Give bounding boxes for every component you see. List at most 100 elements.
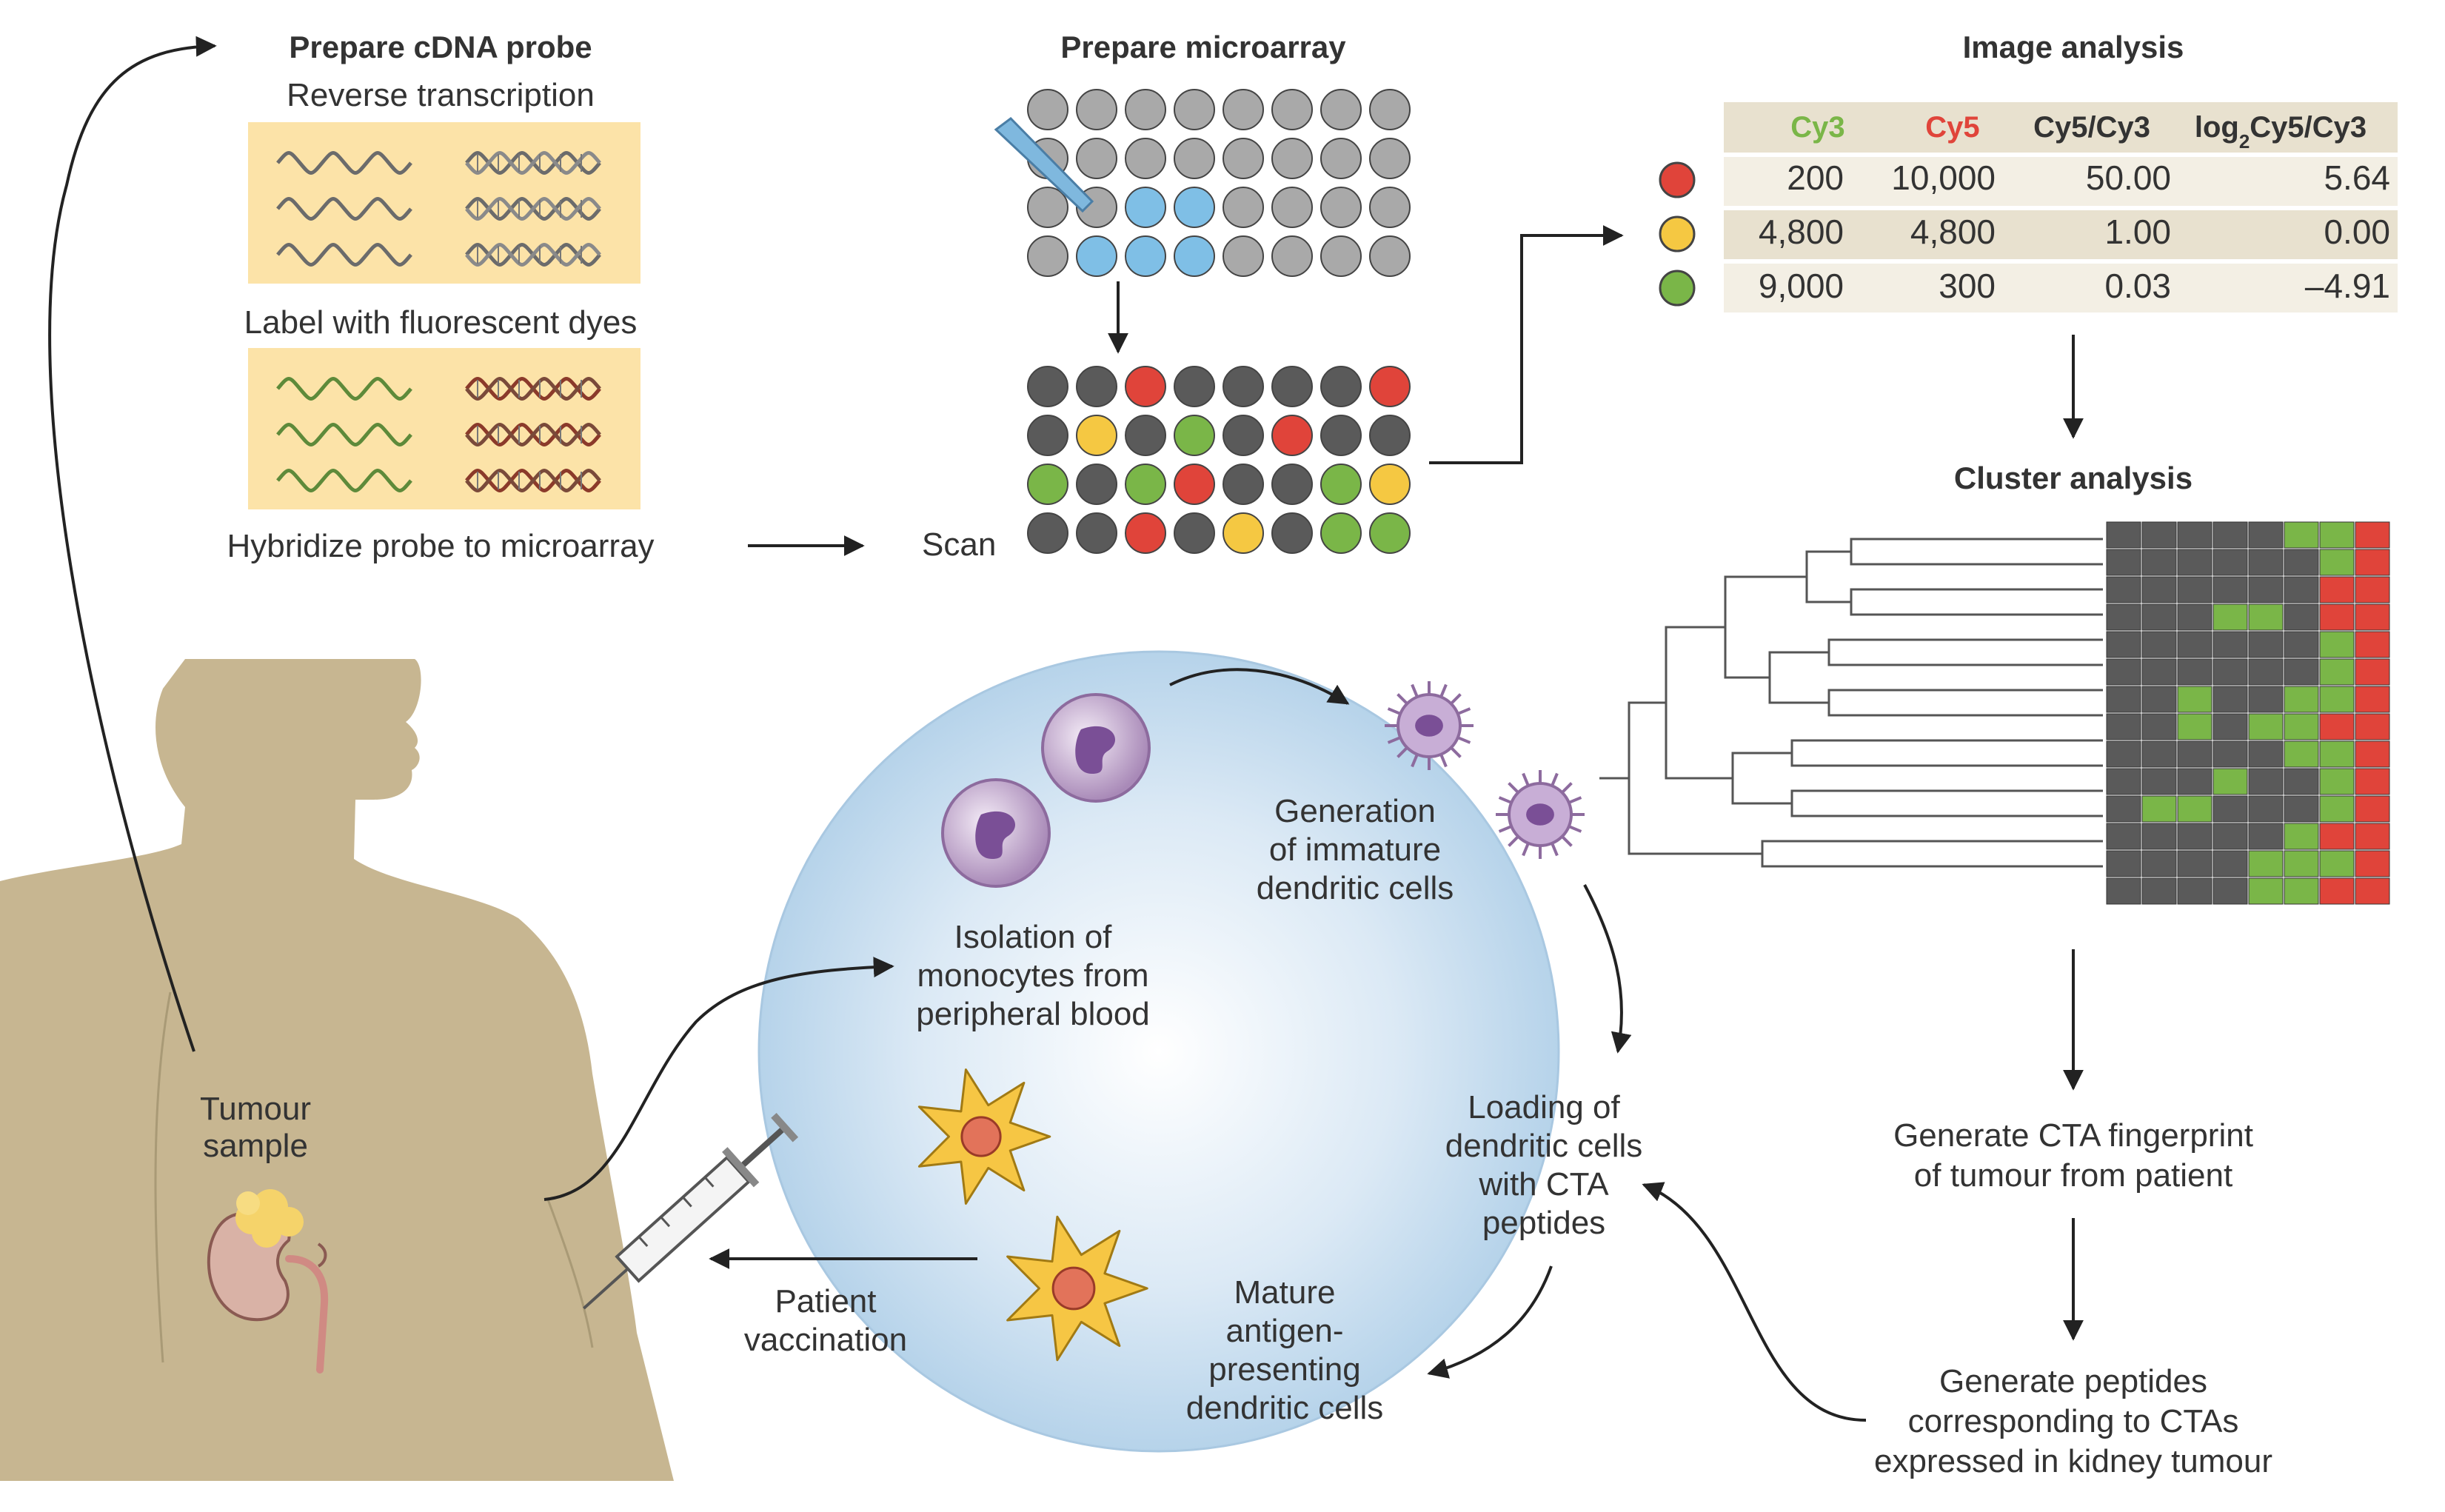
heatmap-cell	[2248, 740, 2284, 768]
double-strand-b	[465, 423, 601, 446]
scan-spot	[1125, 512, 1166, 554]
tumour-icon	[235, 1189, 304, 1248]
loading-line-1: Loading of	[1468, 1089, 1620, 1125]
array-spot	[1369, 235, 1411, 277]
scan-spot	[1027, 464, 1068, 505]
heatmap-cell	[2248, 823, 2284, 850]
generation-line-2: of immature	[1269, 832, 1441, 868]
cell-spike	[1568, 825, 1582, 833]
double-strand-b	[465, 377, 601, 401]
heatmap-cell	[2106, 850, 2141, 877]
arrow-scan-to-image-analysis	[1429, 225, 1624, 464]
heatmap-cell	[2355, 521, 2390, 549]
heatmap-cell	[2212, 658, 2248, 686]
scan-spot	[1369, 464, 1411, 505]
heatmap-cell	[2106, 823, 2141, 850]
heatmap-cell	[2106, 740, 2141, 768]
heatmap-cell	[2284, 713, 2319, 740]
heatmap-cell	[2212, 521, 2248, 549]
heatmap-cell	[2106, 686, 2141, 713]
header-cy3: Cy3	[1790, 111, 1844, 144]
heatmap-cell	[2248, 658, 2284, 686]
heatmap-cell	[2212, 795, 2248, 823]
heatmap-cell	[2284, 549, 2319, 576]
cdna-strands-labeled	[276, 377, 601, 492]
dendrogram-branch	[1731, 752, 1792, 805]
array-spot	[1222, 138, 1264, 179]
single-strand	[276, 151, 412, 175]
heatmap-cell	[2284, 877, 2319, 905]
heatmap-cell	[2212, 877, 2248, 905]
pipette-icon	[994, 117, 1094, 213]
array-spot	[1222, 235, 1264, 277]
cell-spike	[1387, 736, 1401, 744]
cdna-probe-panel: Prepare cDNA probe Reverse transcription…	[227, 30, 654, 564]
status-dot-red	[1659, 161, 1696, 198]
scan-spot	[1174, 366, 1215, 407]
array-spot	[1222, 89, 1264, 130]
single-strand	[276, 377, 412, 401]
status-dot-yellow	[1659, 215, 1696, 252]
scan-spot	[1320, 464, 1362, 505]
heatmap-cell	[2248, 603, 2284, 631]
scan-spot	[1125, 366, 1166, 407]
heatmap-cell	[2141, 658, 2177, 686]
scan-spot	[1027, 512, 1068, 554]
heatmap-cell	[2355, 850, 2390, 877]
array-spot	[1271, 138, 1313, 179]
heatmap-cell	[2106, 631, 2141, 658]
cell-spike	[1498, 825, 1512, 833]
scan-spot	[1369, 415, 1411, 456]
mature-line-1: Mature	[1234, 1274, 1336, 1311]
peptides-line-3: expressed in kidney tumour	[1874, 1443, 2272, 1479]
dendrogram-branch	[1850, 588, 2103, 616]
cdna-strands-unlabeled	[276, 151, 601, 267]
cell-spike	[1508, 782, 1519, 794]
mature-line-3: presenting	[1208, 1351, 1360, 1388]
dendrogram-branch	[1665, 626, 1733, 780]
arrow-peptides-to-loading	[1642, 1182, 1867, 1422]
body-contour	[154, 991, 172, 1363]
cell-spike	[1551, 843, 1559, 857]
dendrogram-branch	[1805, 550, 1851, 603]
heatmap-cell	[2141, 768, 2177, 795]
table-cell-cy3: 4,800	[1759, 213, 1844, 251]
header-ratio: Cy5/Cy3	[2033, 111, 2150, 144]
heatmap-cell	[2284, 686, 2319, 713]
heatmap-cell	[2319, 521, 2355, 549]
array-spot	[1174, 235, 1215, 277]
arm-contour	[546, 1199, 594, 1348]
heatmap-cell	[2141, 631, 2177, 658]
cell-spike	[1439, 683, 1448, 698]
heatmap-cell	[2106, 521, 2141, 549]
heatmap-cell	[2284, 576, 2319, 603]
heatmap-cell	[2141, 850, 2177, 877]
heatmap-cell	[2248, 549, 2284, 576]
isolation-line-3: peripheral blood	[916, 996, 1150, 1032]
cell-spike	[1387, 707, 1401, 715]
cell-spike	[1457, 736, 1471, 744]
array-spot	[1174, 138, 1215, 179]
double-strand-b	[465, 243, 601, 267]
cell-nucleus	[1415, 715, 1443, 737]
heatmap-cell	[2319, 768, 2355, 795]
reverse-transcription-label: Reverse transcription	[287, 77, 595, 113]
heatmap-cell	[2355, 658, 2390, 686]
dendrogram-branch	[1724, 575, 1807, 679]
cell-spike	[1522, 772, 1530, 786]
cell-nucleus	[1051, 1266, 1096, 1311]
heatmap-cell	[2284, 795, 2319, 823]
array-spot	[1271, 235, 1313, 277]
scan-spot	[1271, 512, 1313, 554]
heatmap-cell	[2248, 631, 2284, 658]
array-spot	[1320, 89, 1362, 130]
cell-spike	[1450, 693, 1462, 705]
table-row-2-bg	[1724, 210, 2398, 259]
fingerprint-line-1: Generate CTA fingerprint	[1893, 1117, 2253, 1154]
heatmap-cell	[2319, 603, 2355, 631]
generation-line-3: dendritic cells	[1257, 870, 1454, 906]
array-spot	[1271, 89, 1313, 130]
heatmap-cell	[2141, 549, 2177, 576]
syringe-icon	[583, 1113, 799, 1310]
heatmap-cell	[2355, 795, 2390, 823]
